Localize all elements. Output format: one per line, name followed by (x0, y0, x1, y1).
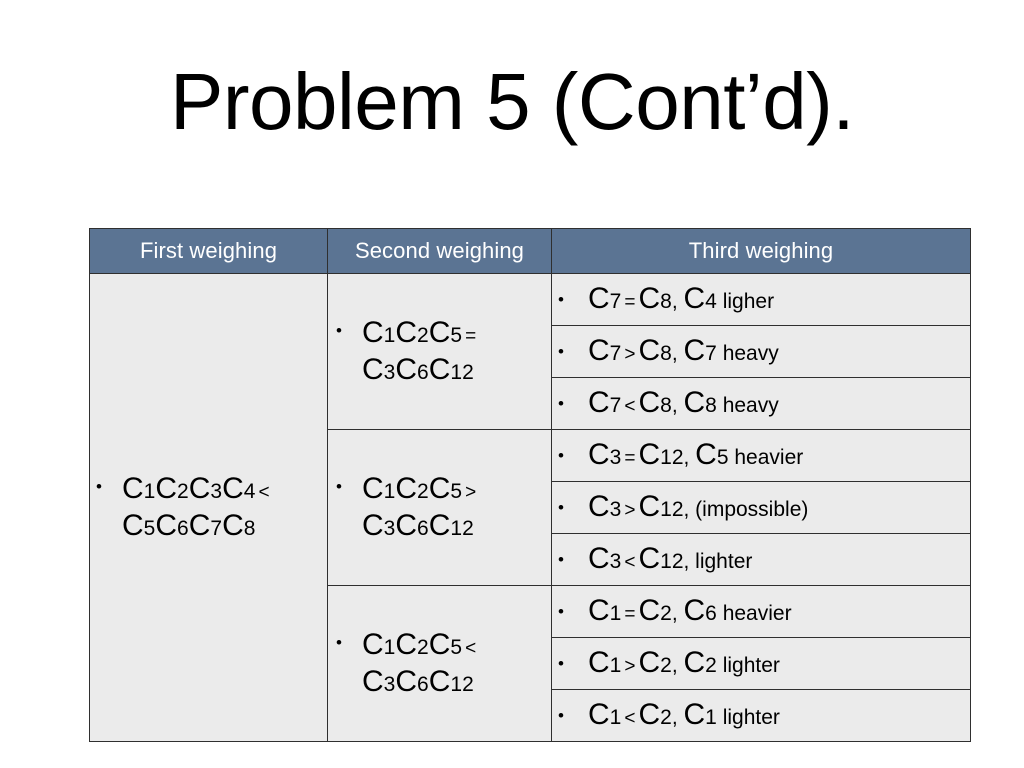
third-weighing-expression-1: C7=C8, C4 ligher (588, 282, 775, 316)
page-title: Problem 5 (Cont’d). (169, 57, 855, 146)
table-row: • C1<C2, C1 lighter (90, 689, 971, 742)
table-row: • C1C2C3C4<C5C6C7C8 • C1C2C5=C3C6C12 • C… (89, 273, 971, 742)
cell-third-weighing-2: • C7>C8, C7 heavy (551, 325, 971, 378)
cell-first-weighing: • C1C2C3C4<C5C6C7C8 (89, 273, 328, 742)
cell-third-weighing-6: • C3<C12, lighter (551, 533, 971, 586)
cell-third-weighing-1: • C7=C8, C4 ligher (551, 273, 971, 326)
cell-third-weighing-5: • C3>C12, (impossible) (551, 481, 971, 534)
column-header-first-weighing: First weighing (89, 228, 328, 274)
bullet-icon: • (336, 632, 342, 652)
third-weighing-expression-8: C1>C2, C2 lighter (588, 646, 780, 680)
bullet-icon: • (558, 498, 564, 517)
second-weighing-expression-1: C1C2C5=C3C6C12 (362, 315, 477, 386)
third-weighing-expression-5: C3>C12, (impossible) (588, 490, 809, 524)
bullet-icon: • (558, 602, 564, 621)
bullet-icon: • (558, 654, 564, 673)
bullet-icon: • (558, 706, 564, 725)
third-weighing-expression-4: C3=C12, C5 heavier (588, 438, 804, 472)
bullet-icon: • (558, 446, 564, 465)
column-header-second-weighing: Second weighing (327, 228, 552, 274)
bullet-icon: • (96, 476, 102, 496)
third-weighing-expression-9: C1<C2, C1 lighter (588, 698, 780, 732)
table-header-row: First weighing Second weighing Third wei… (89, 228, 971, 274)
third-weighing-expression-3: C7<C8, C8 heavy (588, 386, 779, 420)
cell-second-weighing-2: • C1C2C5>C3C6C12 (327, 429, 552, 586)
table-row: • C7>C8, C7 heavy (90, 325, 971, 378)
cell-third-weighing-3: • C7<C8, C8 heavy (551, 377, 971, 430)
table-row: • C1C2C5<C3C6C12 • C1=C2, C6 heavier (90, 585, 971, 742)
bullet-icon: • (558, 342, 564, 361)
third-weighing-expression-7: C1=C2, C6 heavier (588, 594, 792, 628)
table-body: • C1C2C3C4<C5C6C7C8 • C1C2C5=C3C6C12 • C… (89, 273, 971, 742)
cell-third-weighing-4: • C3=C12, C5 heavier (551, 429, 971, 482)
weighing-table: First weighing Second weighing Third wei… (89, 228, 971, 742)
first-weighing-expression: C1C2C3C4<C5C6C7C8 (122, 471, 270, 542)
bullet-icon: • (558, 550, 564, 569)
column-header-third-weighing: Third weighing (551, 228, 971, 274)
table-row: • C3<C12, lighter (90, 533, 971, 586)
cell-second-weighing-3: • C1C2C5<C3C6C12 (327, 585, 552, 742)
cell-third-weighing-7: • C1=C2, C6 heavier (551, 585, 971, 638)
table-row: • C1C2C5>C3C6C12 • C3=C12, C5 heavier (90, 429, 971, 586)
bullet-icon: • (558, 290, 564, 309)
third-weighing-expression-6: C3<C12, lighter (588, 542, 753, 576)
bullet-icon: • (336, 476, 342, 496)
bullet-icon: • (558, 394, 564, 413)
table-row: • C7<C8, C8 heavy (90, 377, 971, 430)
cell-second-weighing-1: • C1C2C5=C3C6C12 (327, 273, 552, 430)
cell-third-weighing-8: • C1>C2, C2 lighter (551, 637, 971, 690)
third-weighing-expression-2: C7>C8, C7 heavy (588, 334, 779, 368)
bullet-icon: • (336, 320, 342, 340)
cell-third-weighing-9: • C1<C2, C1 lighter (551, 689, 971, 742)
second-weighing-expression-3: C1C2C5<C3C6C12 (362, 627, 477, 698)
second-weighing-expression-2: C1C2C5>C3C6C12 (362, 471, 477, 542)
table-row: • C1>C2, C2 lighter (90, 637, 971, 690)
